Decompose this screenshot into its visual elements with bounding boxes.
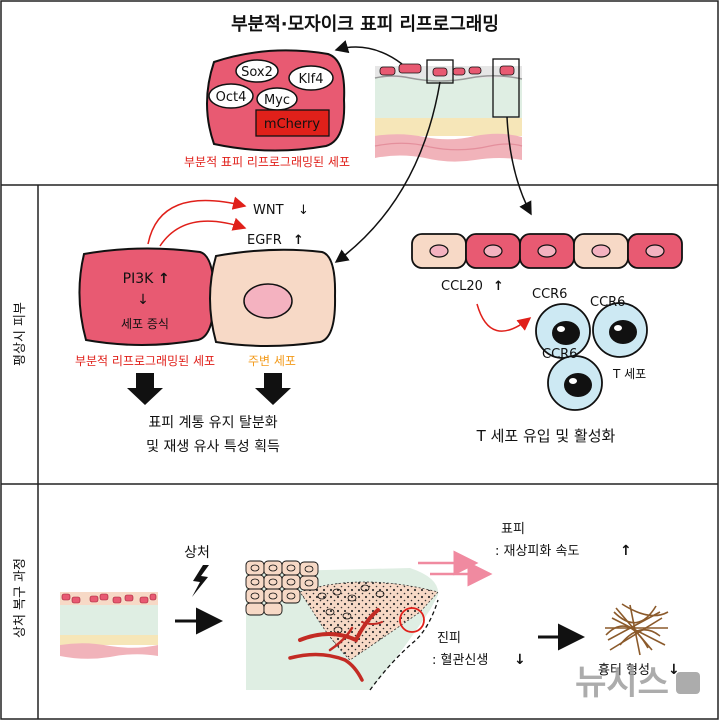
panel3-side-label: 상처 복구 과정: [13, 558, 28, 638]
epidermis-title: 표피: [501, 522, 525, 537]
pi3k-down-arrow: ↓: [137, 292, 149, 308]
factor-sox2: Sox2: [241, 65, 273, 80]
lightning-icon: [192, 565, 209, 597]
reprogrammed-cell: [78, 247, 216, 346]
egfr-arrow: [159, 217, 247, 247]
wound-section: [245, 560, 439, 691]
mcherry-box: [255, 109, 330, 137]
neighbor-nucleus: [243, 283, 293, 319]
factor-myc: Myc: [264, 93, 290, 108]
epidermis-text: : 재상피화 속도: [495, 544, 579, 559]
factor-oct4: Oct4: [216, 90, 247, 105]
scar-fibers-icon: [605, 603, 669, 656]
egfr-up-arrow: ↑: [293, 233, 304, 248]
wound-highlight-circle: [399, 607, 425, 633]
wound-label: 상처: [184, 545, 210, 561]
scar-down-arrow: ↓: [668, 662, 680, 678]
dermis-text: : 혈관신생: [432, 653, 488, 668]
panel-wound-repair: 상처 복구 과정 상처: [13, 522, 680, 691]
zoom-arrow-cell: [334, 40, 403, 65]
ccr6-label-2: CCR6: [590, 295, 625, 310]
outcome-line-2: 및 재생 유사 특성 획득: [146, 439, 280, 455]
t-cell-2: [592, 302, 648, 358]
panel-reprogramming: 부분적·모자이크 표피 리프로그래밍 Sox2 Klf4 Oct4 Myc mC…: [184, 14, 523, 169]
panel-normal-skin: 평상시 피부 WNT ↓ EGFR ↑ PI3K ↑ ↓ 세포 증식 부분적 리…: [13, 196, 683, 455]
epidermis-up-arrow: ↑: [620, 543, 632, 559]
panel1-caption: 부분적 표피 리프로그래밍된 세포: [184, 155, 350, 169]
wnt-arrow: [147, 196, 247, 245]
egfr-label: EGFR: [247, 233, 282, 248]
watermark-text: 뉴시스: [575, 663, 669, 703]
dermis-down-arrow: ↓: [514, 652, 526, 668]
epidermal-cell-row: [411, 233, 683, 269]
ccr6-label-3: CCR6: [542, 347, 577, 362]
proliferation-label: 세포 증식: [121, 317, 169, 331]
tcell-outcome: T 세포 유입 및 활성화: [476, 427, 616, 445]
watermark: 뉴시스: [575, 663, 700, 703]
scar-label: 흉터 형성: [598, 663, 650, 678]
pi3k-up-arrow: ↑: [158, 271, 170, 287]
zoom-arrow-right: [506, 116, 532, 216]
t-cell-1: [535, 303, 591, 359]
ccr6-label-1: CCR6: [532, 287, 567, 302]
outcome-arrow-left: [127, 373, 163, 405]
neighbor-caption: 주변 세포: [248, 354, 296, 368]
factor-klf4-bubble: [288, 65, 334, 91]
zoom-box-2: [492, 58, 520, 118]
pi3k-label: PI3K: [123, 271, 154, 287]
small-skin-section: [60, 592, 158, 659]
t-cell-3: [547, 355, 603, 411]
panel2-side-label: 평상시 피부: [13, 302, 28, 366]
ccl20-label: CCL20: [441, 279, 483, 294]
wnt-down-arrow: ↓: [298, 203, 309, 218]
skin-section: [374, 58, 523, 162]
ccl20-arrow: [476, 303, 532, 332]
tcell-label: T 세포: [612, 367, 646, 381]
factor-oct4-bubble: [208, 83, 254, 109]
reprogrammed-caption: 부분적 리프로그래밍된 세포: [75, 354, 215, 368]
wnt-label: WNT: [253, 203, 284, 218]
factor-klf4: Klf4: [299, 72, 324, 87]
mcherry-label: mCherry: [264, 117, 320, 132]
outcome-arrow-right: [255, 373, 291, 405]
panel1-title: 부분적·모자이크 표피 리프로그래밍: [231, 14, 499, 35]
zoom-arrow-left: [334, 81, 441, 263]
ccl20-up-arrow: ↑: [493, 279, 504, 294]
outcome-line-1: 표피 계통 유지 탈분화: [148, 415, 277, 431]
factor-sox2-bubble: [235, 59, 279, 83]
dermis-title: 진피: [437, 631, 461, 646]
